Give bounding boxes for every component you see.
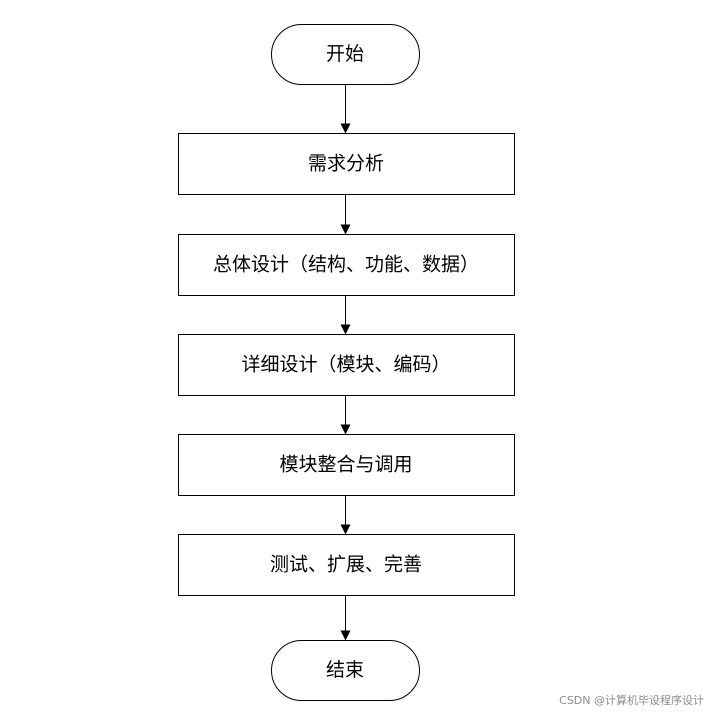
arrowhead-icon xyxy=(340,324,351,335)
process-box xyxy=(178,434,515,496)
arrow-integration-to-testing xyxy=(340,495,351,535)
arrowhead-icon xyxy=(340,424,351,435)
process-box xyxy=(178,334,515,396)
node-overall-design: 总体设计（结构、功能、数据） xyxy=(178,234,515,296)
node-testing: 测试、扩展、完善 xyxy=(178,534,515,596)
process-box xyxy=(178,133,515,195)
arrow-detailed-design-to-integration xyxy=(340,395,351,435)
arrowhead-icon xyxy=(340,524,351,535)
edges-layer xyxy=(340,84,351,641)
node-label: 需求分析 xyxy=(308,153,384,175)
node-label: 测试、扩展、完善 xyxy=(270,554,422,576)
node-integration: 模块整合与调用 xyxy=(178,434,515,496)
arrow-requirements-to-overall-design xyxy=(340,194,351,235)
node-label: 总体设计（结构、功能、数据） xyxy=(213,254,479,276)
process-box xyxy=(178,234,515,296)
node-label: 结束 xyxy=(326,659,364,681)
arrow-testing-to-end xyxy=(340,595,351,641)
node-start: 开始 xyxy=(271,24,420,85)
terminal-shape xyxy=(271,640,420,701)
arrow-start-to-requirements xyxy=(340,84,351,134)
process-box xyxy=(178,534,515,596)
arrowhead-icon xyxy=(340,123,351,134)
watermark: CSDN @计算机毕设程序设计 xyxy=(559,694,704,707)
terminal-shape xyxy=(271,24,420,85)
node-label: 详细设计（模块、编码） xyxy=(241,354,450,376)
node-end: 结束 xyxy=(271,640,420,701)
node-label: 开始 xyxy=(326,43,364,65)
node-label: 模块整合与调用 xyxy=(279,454,412,476)
arrowhead-icon xyxy=(340,630,351,641)
arrowhead-icon xyxy=(340,224,351,235)
node-requirements: 需求分析 xyxy=(178,133,515,195)
node-detailed-design: 详细设计（模块、编码） xyxy=(178,334,515,396)
arrow-overall-design-to-detailed-design xyxy=(340,295,351,335)
